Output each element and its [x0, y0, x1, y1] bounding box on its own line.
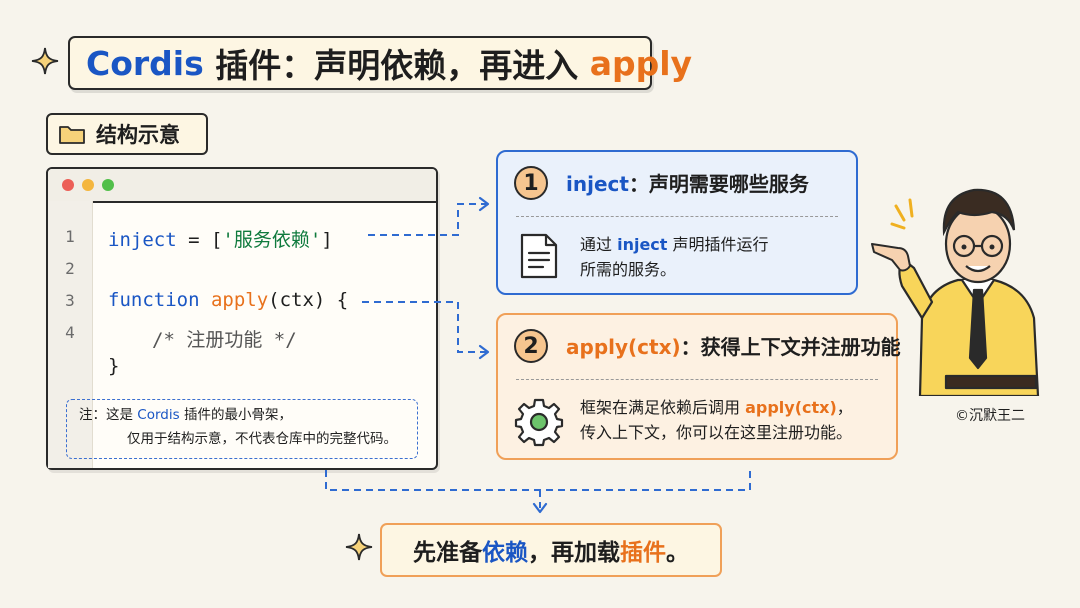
- apply-card-key: apply(ctx): [566, 335, 681, 359]
- inject-card-key: inject: [566, 172, 629, 196]
- note-prefix: 注：这是: [79, 407, 138, 423]
- code-inject-keyword: inject: [108, 229, 177, 251]
- divider: [516, 379, 878, 380]
- line-gutter: 1 2 3 4: [48, 201, 93, 468]
- arrowhead-apply: [478, 344, 490, 360]
- step-number: 2: [514, 329, 548, 363]
- code-window: 1 2 3 4 inject = ['服务依赖'] function apply…: [46, 167, 438, 470]
- line-number: 4: [65, 323, 75, 342]
- summary-part: ，再加载: [528, 540, 620, 566]
- apply-card-title: apply(ctx)：获得上下文并注册功能: [566, 331, 901, 360]
- apply-body-suffix: ，: [836, 398, 853, 417]
- summary-dependency: 依赖: [482, 540, 528, 566]
- pointing-hand: [871, 243, 911, 272]
- title-middle: 插件：声明依赖，再进入: [203, 46, 590, 85]
- apply-card-title-rest: ：获得上下文并注册功能: [680, 335, 901, 359]
- code-comment: /* 注册功能 */: [152, 329, 297, 351]
- head: [942, 188, 1016, 284]
- sparkle-icon: [31, 47, 59, 75]
- inject-card-title-rest: ：声明需要哪些服务: [628, 172, 809, 196]
- apply-body-line-2: 传入上下文，你可以在这里注册功能。: [580, 423, 853, 442]
- window-titlebar: [48, 169, 436, 203]
- line-number: 2: [65, 259, 75, 278]
- code-apply-name: apply: [199, 289, 269, 311]
- note-brand: Cordis: [137, 407, 180, 423]
- section-label: 结构示意: [46, 113, 208, 155]
- code-line-1: inject = ['服务依赖']: [108, 225, 333, 252]
- document-icon: [520, 233, 558, 279]
- inject-body-suffix: 声明插件运行: [667, 235, 769, 254]
- line-number: 1: [65, 227, 75, 246]
- arrowhead-inject: [478, 196, 490, 212]
- code-closing-brace: }: [108, 355, 120, 377]
- author-credit: ©沉默王二: [955, 408, 1025, 424]
- inject-body-keyword: inject: [617, 235, 668, 254]
- sparkle-icon: [345, 533, 373, 561]
- inject-card-body: 通过 inject 声明插件运行 所需的服务。: [580, 232, 769, 282]
- apply-card-body: 框架在满足依赖后调用 apply(ctx)， 传入上下文，你可以在这里注册功能。: [580, 395, 853, 445]
- inject-card-title: inject：声明需要哪些服务: [566, 168, 809, 197]
- code-assign: = [: [176, 229, 223, 251]
- title-brand: Cordis: [86, 43, 204, 83]
- presenter-illustration: [871, 188, 1040, 396]
- summary-part: 先准备: [413, 540, 482, 566]
- step-number: 1: [514, 166, 548, 200]
- inject-card: 1 inject：声明需要哪些服务 通过 inject 声明插件运行 所需的服务…: [496, 150, 858, 295]
- code-params: (ctx) {: [268, 289, 349, 311]
- arrow-line-to-apply: [362, 301, 486, 353]
- summary-plugin: 插件: [620, 540, 666, 566]
- apply-body-prefix: 框架在满足依赖后调用: [580, 398, 746, 417]
- inject-body-line-2: 所需的服务。: [580, 260, 677, 279]
- arrow-line-to-inject: [368, 203, 486, 236]
- apply-body-keyword: apply(ctx): [745, 398, 837, 417]
- summary-part: 。: [666, 540, 689, 566]
- line-number: 3: [65, 291, 75, 310]
- page-title: Cordis 插件：声明依赖，再进入 apply: [68, 36, 692, 90]
- arrowhead-summary: [532, 502, 548, 514]
- arrow-line-to-summary: [325, 466, 751, 508]
- minimize-dot-icon: [82, 179, 94, 191]
- gear-icon: [514, 398, 564, 447]
- code-string: '服务依赖': [222, 229, 322, 251]
- inject-body-prefix: 通过: [580, 235, 618, 254]
- note-line-2: 仅用于结构示意，不代表仓库中的完整代码。: [127, 431, 397, 447]
- divider: [516, 216, 838, 217]
- maximize-dot-icon: [102, 179, 114, 191]
- emphasis-lines: [890, 198, 914, 230]
- section-label-text: 结构示意: [96, 123, 180, 147]
- note-suffix: 插件的最小骨架，: [179, 407, 292, 423]
- code-line-3: function apply(ctx) {: [108, 289, 348, 311]
- folder-icon: [59, 126, 85, 144]
- code-function-keyword: function: [108, 289, 200, 311]
- code-note: 注：这是 Cordis 插件的最小骨架， 仅用于结构示意，不代表仓库中的完整代码…: [66, 399, 418, 459]
- title-apply: apply: [589, 43, 693, 83]
- close-dot-icon: [62, 179, 74, 191]
- summary-box: 先准备依赖，再加载插件。: [380, 523, 722, 577]
- apply-card: 2 apply(ctx)：获得上下文并注册功能 框架在满足依赖后调用 apply…: [496, 313, 901, 460]
- code-bracket: ]: [321, 229, 333, 251]
